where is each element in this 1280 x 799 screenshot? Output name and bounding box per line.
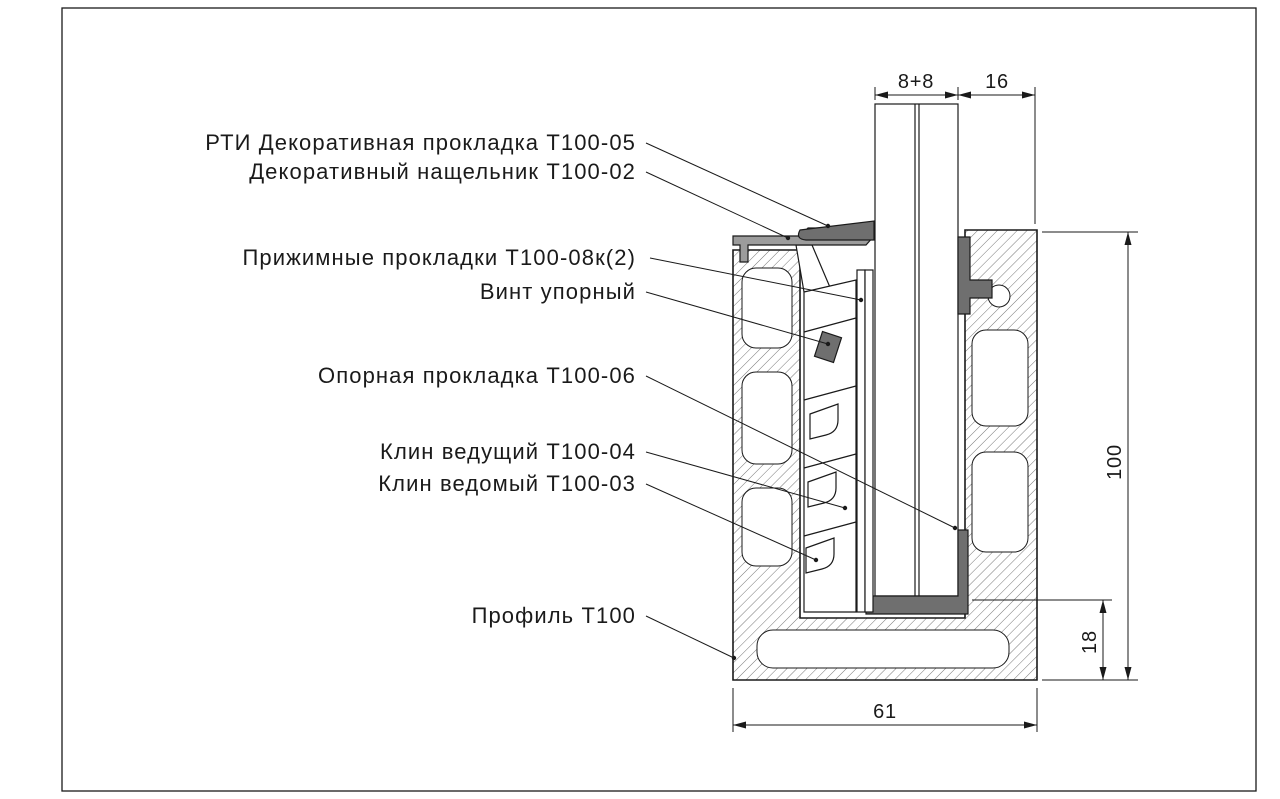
wedge-split-line [803,521,857,537]
label-decorative-cover-strip: Декоративный нащельник Т100-02 [249,159,636,184]
lightening-hole [741,487,793,567]
dimension-top: 8+8 16 [874,71,1036,224]
support-gasket-t100-06 [865,529,969,615]
wedge-hook [809,403,839,440]
label-driven-wedge: Клин ведомый Т100-03 [378,471,636,496]
stop-screw [813,330,843,364]
dim-seat-height: 18 [1079,630,1101,654]
leader-line [645,142,829,227]
dim-profile-height: 100 [1104,444,1126,480]
leader-line [645,291,829,345]
glass-unit [874,103,959,597]
part-labels: РТИ Декоративная прокладка Т100-05 Декор… [205,130,636,628]
wedge-split-line [803,453,857,469]
leader-line [645,483,817,561]
lightening-hole [741,267,793,349]
lightening-hole [971,451,1029,553]
wedge-split-line [803,385,857,401]
label-profile: Профиль Т100 [472,603,636,628]
profile-t100-section [732,229,1038,681]
dimension-right: 100 18 [972,231,1138,681]
label-stop-screw: Винт упорный [480,279,636,304]
pressure-gasket-strip [856,269,866,613]
lightening-hole [971,329,1029,427]
wedge-split-line [803,317,857,333]
leader-line [645,171,789,239]
wedge-top-claw [795,244,833,293]
dim-glass-thickness: 8+8 [898,71,934,93]
leader-line [645,375,956,529]
wedge-hook [807,471,837,508]
label-support-gasket: Опорная прокладка Т100-06 [318,363,636,388]
leader-lines [645,142,958,661]
leader-line [645,615,735,659]
lightening-hole [741,371,793,465]
pressure-gasket-strip [864,269,874,613]
sheet-border [61,7,1257,792]
glass-panes [874,103,959,597]
label-driving-wedge: Клин ведущий Т100-04 [380,439,636,464]
rti-decorative-gasket-t100-05 [797,220,875,241]
leader-line [649,257,862,301]
wedge-block [803,279,857,613]
leader-line [645,451,846,509]
lightening-hole [756,629,1010,669]
dimension-bottom: 61 [732,688,1038,732]
right-pressure-gasket [957,236,993,315]
dim-top-offset: 16 [985,71,1009,93]
wedge-hook [805,537,835,574]
label-pressure-gaskets: Прижимные прокладки Т100-08к(2) [242,245,636,270]
wedge-assembly [795,244,874,613]
label-rti-decorative-gasket: РТИ Декоративная прокладка Т100-05 [205,130,636,155]
dim-profile-width: 61 [873,701,897,723]
